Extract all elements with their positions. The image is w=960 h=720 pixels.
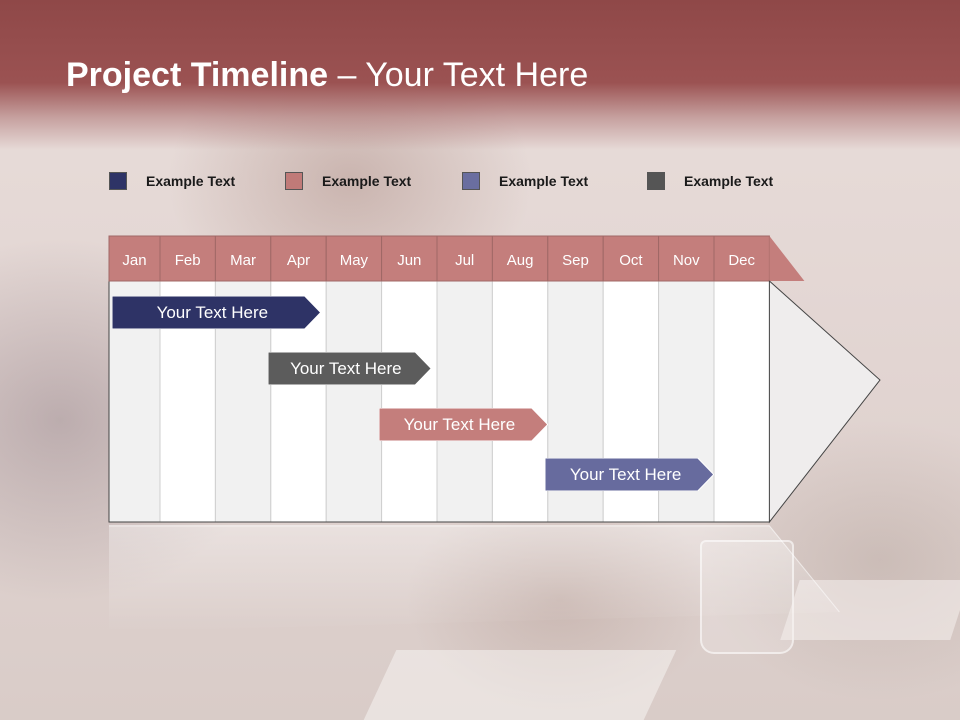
legend-label-1: Example Text — [146, 173, 236, 189]
task-arrow-1 — [112, 296, 321, 329]
legend-label-4: Example Text — [684, 173, 774, 189]
month-label-jul: Jul — [455, 252, 474, 269]
title-rest: – Your Text Here — [328, 56, 589, 94]
month-column-may — [325, 280, 383, 523]
task-arrow-3 — [379, 408, 548, 441]
reflection-shape — [109, 525, 840, 632]
month-header-cell-nov — [658, 235, 715, 282]
task-label-1: Your Text Here — [156, 303, 269, 322]
title-strong: Project Timeline — [66, 56, 329, 94]
month-header-cell-jun — [381, 235, 438, 282]
task-arrow-2 — [268, 352, 432, 385]
task-label-2: Your Text Here — [290, 359, 402, 378]
month-column-dec — [713, 280, 770, 523]
task-arrow-shape-2 — [268, 352, 432, 385]
legend-item-1: Example Text — [109, 170, 235, 192]
month-label-oct: Oct — [619, 252, 643, 269]
legend-label-2: Example Text — [322, 173, 412, 189]
reflection-edge — [109, 525, 840, 613]
month-label-jun: Jun — [397, 252, 421, 269]
month-header-cell-sep — [547, 235, 604, 282]
arrow-head-header — [769, 236, 805, 281]
month-header-cell-mar — [214, 235, 272, 282]
month-label-nov: Nov — [673, 252, 700, 269]
month-header-cell-aug — [491, 235, 549, 282]
month-header-cell-jul — [436, 235, 493, 282]
month-label-mar: Mar — [230, 252, 256, 269]
legend-swatch-1 — [109, 172, 127, 190]
legend-swatch-3 — [462, 172, 480, 190]
month-column-jun — [381, 280, 438, 523]
legend-label-3: Example Text — [499, 173, 589, 189]
timeline-arrow-head — [768, 236, 881, 524]
task-arrow-shape-4 — [545, 458, 714, 491]
page-title: Project Timeline – Your Text Here — [66, 56, 588, 95]
legend-swatch-2 — [285, 172, 303, 190]
task-bar-4: Your Text Here — [545, 458, 714, 491]
task-arrow-shape-3 — [379, 408, 548, 441]
task-label-4: Your Text Here — [569, 465, 682, 484]
month-header-cell-apr — [270, 235, 327, 282]
month-label-may: May — [340, 252, 369, 269]
task-label-3: Your Text Here — [403, 415, 516, 434]
task-bar-3: Your Text Here — [379, 408, 548, 441]
month-label-dec: Dec — [728, 252, 755, 269]
month-header-cell-may — [325, 235, 383, 282]
month-label-aug: Aug — [507, 252, 534, 269]
legend-item-4: Example Text — [647, 170, 773, 192]
month-column-jul — [436, 280, 493, 523]
task-bar-2: Your Text Here — [268, 352, 432, 385]
legend-swatch-4 — [647, 172, 665, 190]
month-column-aug — [491, 280, 549, 523]
month-label-sep: Sep — [562, 252, 589, 269]
legend-item-2: Example Text — [285, 170, 411, 192]
task-arrow-shape-1 — [112, 296, 321, 329]
month-header-row: Jan Feb Mar Apr May Jun Jul Aug Sep Oct Nov Dec — [108, 235, 770, 282]
timeline-reflection — [109, 525, 840, 632]
month-label-jan: Jan — [122, 252, 146, 269]
task-arrow-4 — [545, 458, 714, 491]
month-label-feb: Feb — [175, 252, 201, 269]
month-header-cell-dec — [713, 235, 770, 282]
legend-item-3: Example Text — [462, 170, 588, 192]
task-bar-1: Your Text Here — [112, 296, 321, 329]
arrow-head-body — [768, 279, 881, 524]
month-header-cell-jan — [108, 235, 161, 282]
month-header-cell-feb — [159, 235, 216, 282]
header-band — [0, 0, 960, 150]
month-label-apr: Apr — [287, 252, 310, 269]
